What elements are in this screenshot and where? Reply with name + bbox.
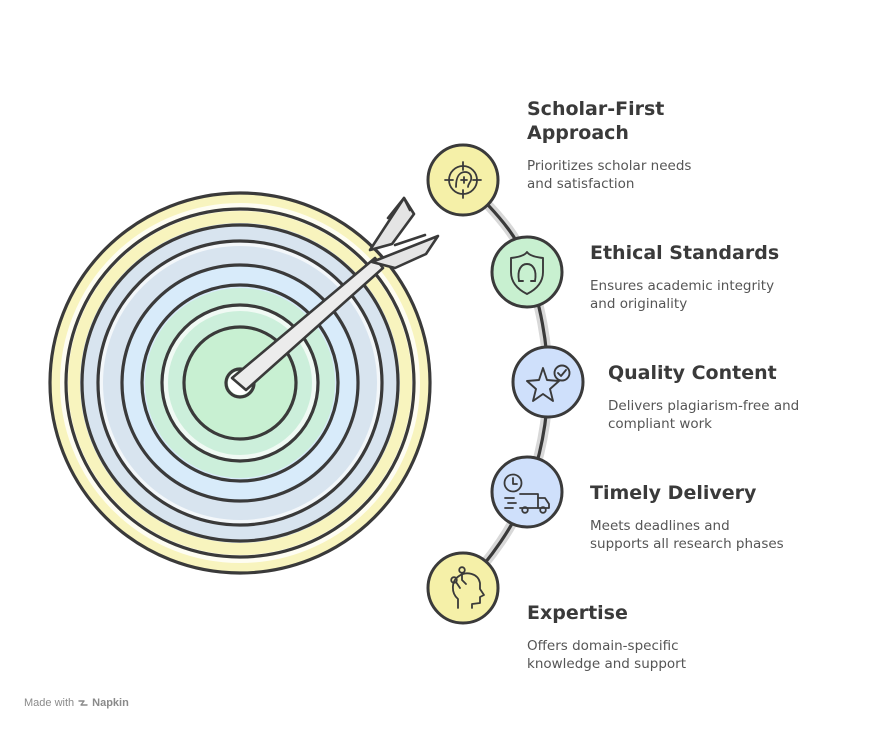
node-ethical-standards xyxy=(490,235,564,309)
desc-line: and satisfaction xyxy=(527,176,635,192)
desc-line: supports all research phases xyxy=(590,536,784,552)
item-desc-quality-content: Delivers plagiarism-free and compliant w… xyxy=(608,397,799,433)
napkin-logo-icon xyxy=(78,700,88,706)
item-desc-scholar-first: Prioritizes scholar needs and satisfacti… xyxy=(527,157,691,193)
item-title-timely-delivery: Timely Delivery xyxy=(590,481,756,505)
target-head-icon xyxy=(444,161,482,199)
title-line: Ethical Standards xyxy=(590,242,780,264)
item-title-ethical-standards: Ethical Standards xyxy=(590,241,779,265)
item-title-quality-content: Quality Content xyxy=(608,361,777,385)
item-desc-expertise: Offers domain-specific knowledge and sup… xyxy=(527,637,686,673)
shield-icon xyxy=(510,251,544,295)
desc-line: Prioritizes scholar needs xyxy=(527,158,692,174)
made-with-footer: Made with Napkin xyxy=(24,697,129,709)
item-title-expertise: Expertise xyxy=(527,601,628,625)
desc-line: and originality xyxy=(590,296,688,312)
delivery-truck-icon xyxy=(503,473,550,514)
footer-prefix: Made with xyxy=(24,697,75,709)
desc-line: Meets deadlines and xyxy=(590,518,730,534)
title-line: Expertise xyxy=(527,602,628,624)
desc-line: Ensures academic integrity xyxy=(590,278,775,294)
title-line: Timely Delivery xyxy=(590,482,757,504)
node-scholar-first xyxy=(426,143,500,217)
desc-line: Offers domain-specific xyxy=(527,638,679,654)
title-line: Scholar-First xyxy=(527,98,665,120)
item-desc-timely-delivery: Meets deadlines and supports all researc… xyxy=(590,517,784,553)
item-desc-ethical-standards: Ensures academic integrity and originali… xyxy=(590,277,774,313)
title-line: Approach xyxy=(527,122,629,144)
desc-line: Delivers plagiarism-free and xyxy=(608,398,800,414)
desc-line: knowledge and support xyxy=(527,656,686,672)
footer-brand: Napkin xyxy=(92,697,129,709)
title-line: Quality Content xyxy=(608,362,777,384)
arrow-in-target xyxy=(230,196,440,392)
desc-line: compliant work xyxy=(608,416,712,432)
node-expertise xyxy=(426,551,500,625)
node-quality-content xyxy=(511,345,585,419)
node-timely-delivery xyxy=(490,455,564,529)
star-check-icon xyxy=(526,364,571,402)
item-title-scholar-first: Scholar-First Approach xyxy=(527,97,664,145)
brain-head-icon xyxy=(450,566,485,609)
